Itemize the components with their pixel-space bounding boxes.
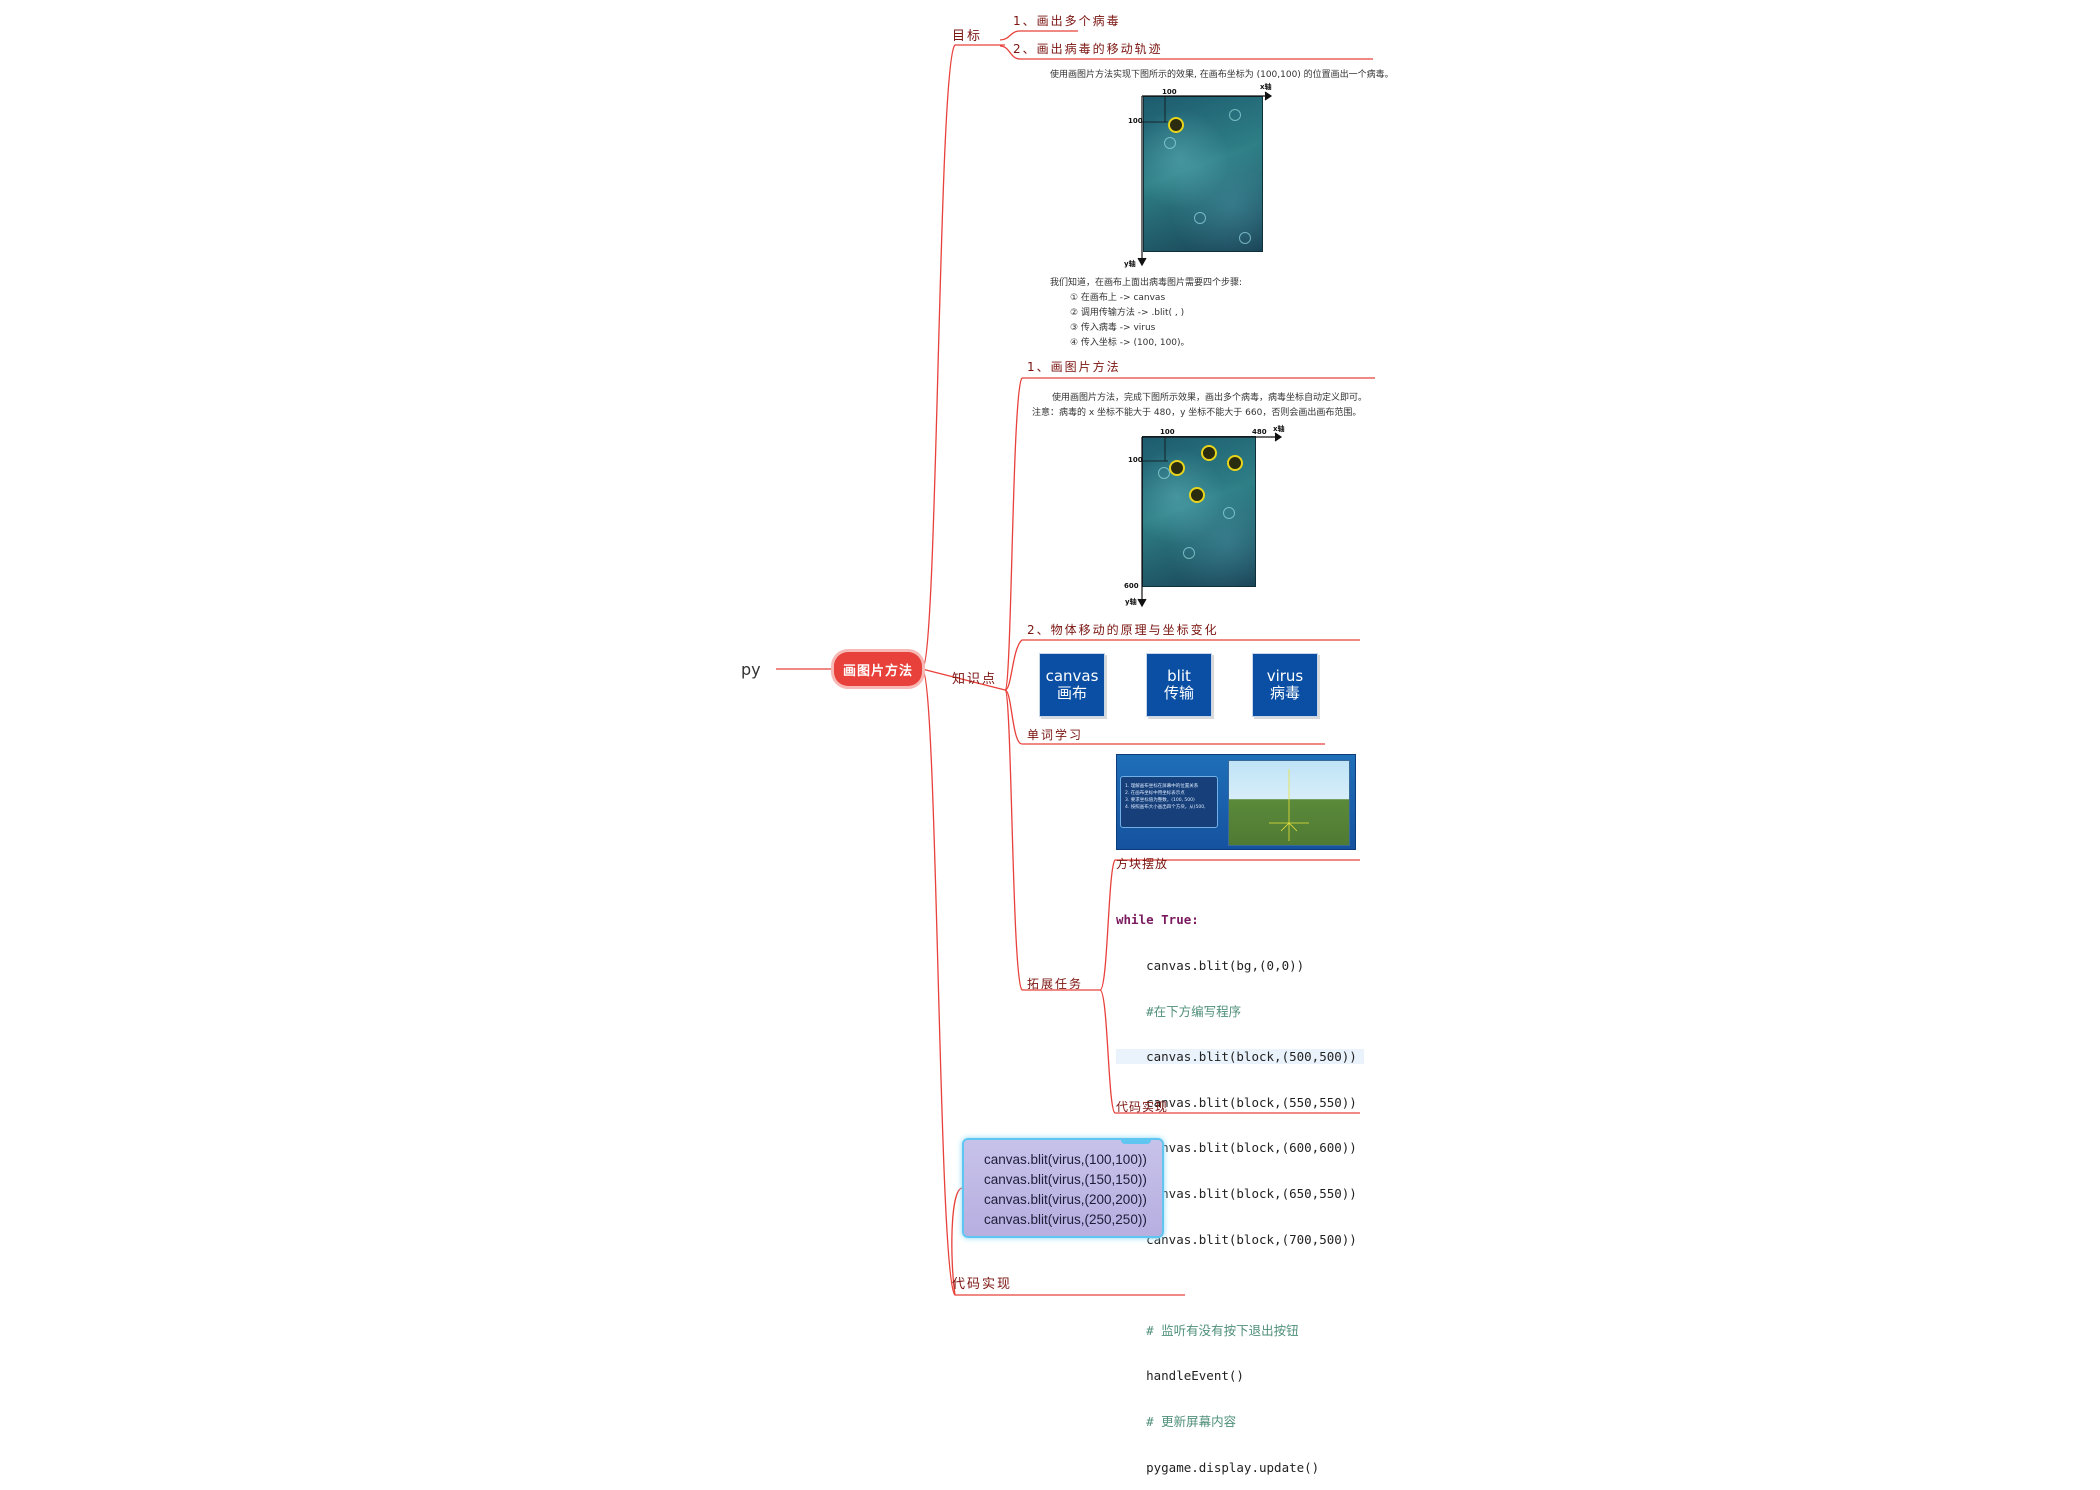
branch-knowledge[interactable]: 知识点 bbox=[952, 672, 998, 687]
panel-line: 1. 理解画布坐标在屏幕中的位置关系 bbox=[1125, 784, 1199, 789]
knowledge-tick-x2: 480 bbox=[1252, 428, 1267, 436]
connector-expand-1 bbox=[1099, 859, 1360, 991]
connector-k2 bbox=[1004, 639, 1360, 691]
goal-x-axis-label: x轴 bbox=[1260, 83, 1272, 91]
node-dot bbox=[1239, 232, 1251, 244]
block-placement-scene bbox=[1228, 760, 1350, 846]
branch-code[interactable]: 代码实现 bbox=[952, 1277, 1013, 1292]
code-line: pygame.display.update() bbox=[1116, 1459, 1320, 1475]
expand-sub-block-placement[interactable]: 方块摆放 bbox=[1116, 857, 1169, 871]
panel-line: 3. 要求坐标值为整数，(100, 500) bbox=[1125, 798, 1195, 803]
word-card-canvas: canvas 画布 bbox=[1039, 653, 1105, 717]
word-zh: 画布 bbox=[1056, 684, 1087, 702]
callout-line: canvas.blit(virus,(100,100)) bbox=[984, 1152, 1147, 1167]
branch-goal[interactable]: 目标 bbox=[952, 29, 983, 44]
goal-item-1[interactable]: 1、画出多个病毒 bbox=[1013, 14, 1121, 28]
connector-goal-2 bbox=[999, 45, 1373, 60]
virus-icon bbox=[1189, 487, 1205, 503]
connector-k3 bbox=[1004, 689, 1325, 745]
node-dot bbox=[1194, 212, 1206, 224]
word-en: blit bbox=[1167, 667, 1191, 685]
word-en: virus bbox=[1266, 667, 1304, 685]
code-line bbox=[1116, 1277, 1364, 1292]
knowledge-1-text2: 注意：病毒的 x 坐标不能大于 480，y 坐标不能大于 660，否则会画出画布… bbox=[1032, 408, 1362, 418]
knowledge-y-axis-label: y轴 bbox=[1125, 598, 1137, 606]
knowledge-tick-y2: 600 bbox=[1124, 582, 1139, 590]
code-line: # 更新屏幕内容 bbox=[1116, 1413, 1237, 1429]
scene-grid bbox=[1269, 769, 1309, 841]
code-line: canvas.blit(bg,(0,0)) bbox=[1116, 958, 1305, 973]
node-dot bbox=[1164, 137, 1176, 149]
callout-line: canvas.blit(virus,(150,150)) bbox=[984, 1172, 1147, 1187]
code-line: canvas.blit(block,(550,550)) bbox=[1116, 1094, 1357, 1110]
word-en: canvas bbox=[1045, 667, 1099, 685]
code-line: while True: bbox=[1116, 912, 1199, 928]
virus-icon bbox=[1169, 460, 1185, 476]
node-dot bbox=[1223, 507, 1235, 519]
block-placement-panel: 1. 理解画布坐标在屏幕中的位置关系 2. 在画布坐标中用坐标表示点 3. 要求… bbox=[1120, 776, 1218, 828]
connector-expand-2 bbox=[1099, 989, 1360, 1114]
panel-line: 4. 按照画布大小画出四个方块，从(500, bbox=[1125, 805, 1206, 810]
code-line: canvas.blit(block,(650,550)) bbox=[1116, 1185, 1357, 1201]
code-line: #在下方编写程序 bbox=[1116, 1003, 1242, 1019]
goal-steps-intro: 我们知道，在画布上面出病毒图片需要四个步骤: bbox=[1050, 278, 1243, 288]
connector-goal-1 bbox=[999, 30, 1078, 41]
callout-tab bbox=[1121, 1138, 1151, 1144]
goal-step: ① 在画布上 -> canvas bbox=[1070, 293, 1166, 303]
knowledge-tick-y1: 100 bbox=[1128, 456, 1143, 464]
goal-tick-y: 100 bbox=[1128, 117, 1143, 125]
word-zh: 病毒 bbox=[1269, 684, 1300, 702]
connector-code bbox=[921, 668, 1185, 1296]
connector-k4 bbox=[1004, 689, 1023, 991]
node-dot bbox=[1183, 547, 1195, 559]
knowledge-item-2[interactable]: 2、物体移动的原理与坐标变化 bbox=[1027, 623, 1219, 637]
connector-goal bbox=[921, 44, 1005, 670]
central-topic[interactable]: 画图片方法 bbox=[834, 652, 922, 686]
expand-sub-code[interactable]: 代码实现 bbox=[1116, 1100, 1169, 1114]
word-card-blit: blit 传输 bbox=[1146, 653, 1212, 717]
knowledge-1-text1: 使用画图片方法，完成下图所示效果，画出多个病毒，病毒坐标自动定义即可。 bbox=[1052, 393, 1368, 403]
virus-icon bbox=[1201, 445, 1217, 461]
connector-knowledge-spine bbox=[1004, 377, 1023, 691]
virus-icon bbox=[1227, 455, 1243, 471]
goal-tick-x: 100 bbox=[1162, 88, 1177, 96]
word-zh: 传输 bbox=[1163, 684, 1194, 702]
code-line: canvas.blit(block,(500,500)) bbox=[1116, 1049, 1364, 1065]
goal-axes bbox=[1137, 91, 1273, 267]
mindmap-connectors bbox=[776, 30, 1375, 1296]
connector-knowledge bbox=[921, 668, 1006, 691]
goal-step: ② 调用传输方法 -> .blit( , ) bbox=[1070, 308, 1185, 318]
knowledge-tick-x1: 100 bbox=[1160, 428, 1175, 436]
knowledge-item-4[interactable]: 拓展任务 bbox=[1027, 977, 1084, 991]
node-dot bbox=[1229, 109, 1241, 121]
goal-item-2[interactable]: 2、画出病毒的移动轨迹 bbox=[1013, 42, 1163, 56]
word-card-virus: virus 病毒 bbox=[1252, 653, 1318, 717]
callout-line: canvas.blit(virus,(250,250)) bbox=[984, 1212, 1147, 1227]
goal-step: ④ 传入坐标 -> (100, 100)。 bbox=[1070, 338, 1190, 348]
callout-line: canvas.blit(virus,(200,200)) bbox=[984, 1192, 1147, 1207]
code-line: canvas.blit(block,(600,600)) bbox=[1116, 1140, 1357, 1156]
code-line: handleEvent() bbox=[1116, 1368, 1244, 1384]
goal-virus-image bbox=[1143, 96, 1263, 252]
goal-y-axis-label: y轴 bbox=[1124, 260, 1136, 268]
code-callout: canvas.blit(virus,(100,100)) canvas.blit… bbox=[962, 1138, 1164, 1238]
knowledge-item-1[interactable]: 1、画图片方法 bbox=[1027, 360, 1121, 374]
virus-icon bbox=[1168, 117, 1184, 133]
code-line: # 监听有没有按下退出按钮 bbox=[1116, 1322, 1299, 1338]
knowledge-item-3[interactable]: 单词学习 bbox=[1027, 728, 1084, 742]
code-line: canvas.blit(block,(700,500)) bbox=[1116, 1231, 1357, 1247]
knowledge-axes bbox=[1137, 432, 1283, 608]
node-dot bbox=[1158, 467, 1170, 479]
goal-step: ③ 传入病毒 -> virus bbox=[1070, 323, 1156, 333]
panel-line: 2. 在画布坐标中用坐标表示点 bbox=[1125, 791, 1185, 796]
connector-code-callout bbox=[951, 1187, 963, 1296]
root-node[interactable]: py bbox=[741, 660, 761, 679]
knowledge-x-axis-label: x轴 bbox=[1273, 425, 1285, 433]
goal-intro-text: 使用画图片方法实现下图所示的效果, 在画布坐标为 (100,100) 的位置画出… bbox=[1050, 70, 1394, 80]
